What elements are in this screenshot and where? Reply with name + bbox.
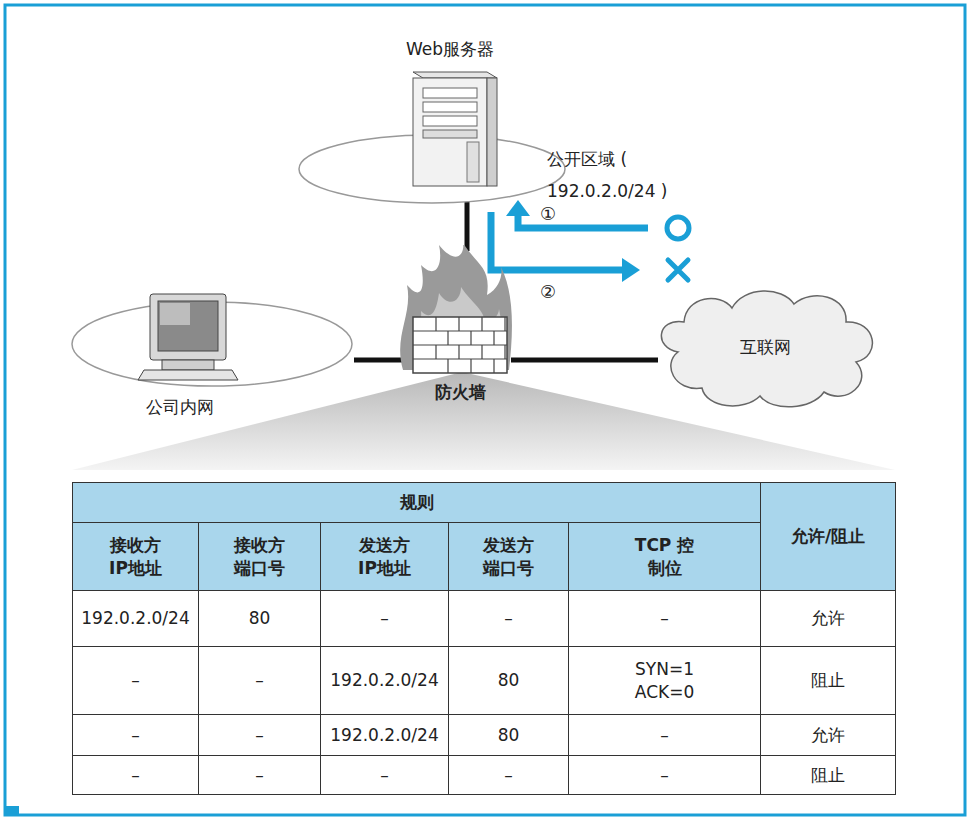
table-row: 规则允许/阻止: [73, 483, 896, 523]
table-cell: 阻止: [761, 647, 896, 715]
frame: [5, 5, 965, 815]
table-cell: –: [321, 756, 449, 795]
table-cell: –: [449, 756, 569, 795]
table-cell: –: [199, 647, 321, 715]
header-text: TCP 控制位: [628, 534, 701, 578]
callout-number: ①: [540, 202, 556, 226]
header-text: 接收方 IP地址: [99, 534, 172, 578]
table-cell: –: [321, 591, 449, 647]
table-cell: 允许: [761, 715, 896, 756]
firewall: 防火墙: [395, 245, 525, 410]
table-cell: –: [569, 756, 761, 795]
cell-text: –: [660, 724, 669, 746]
node-label: 公司内网: [130, 396, 230, 419]
table-cell: 80: [449, 647, 569, 715]
web-server-art: [395, 38, 505, 188]
table-cell: –: [73, 756, 199, 795]
inbound-arrow: [518, 214, 648, 228]
header-text: 规则: [400, 491, 434, 513]
arrow-head: [622, 258, 640, 282]
table-cell: –: [199, 715, 321, 756]
cell-text: –: [660, 764, 669, 786]
lan-zone: 公司内网: [70, 292, 360, 427]
cell-text: –: [131, 724, 140, 746]
node-label: 互联网: [648, 282, 883, 412]
header-text: 允许/阻止: [791, 525, 865, 547]
cell-text: –: [380, 764, 389, 786]
server-icon: [395, 38, 505, 188]
cell-text: 允许: [811, 724, 845, 746]
table-cell: 192.0.2.0/24: [321, 647, 449, 715]
web-server: Web服务器: [395, 38, 505, 188]
table-cell: 80: [199, 591, 321, 647]
table-row: – – 192.0.2.0/24 80 – 允许: [73, 715, 896, 756]
allow-mark: [667, 217, 689, 239]
callout-number: ②: [540, 280, 556, 304]
zone-ellipse: 公开区域 ( 192.0.2.0/24 )Web服务器: [297, 133, 567, 205]
lan-zone-art: [70, 292, 360, 427]
cell-text: –: [255, 764, 264, 786]
table-header: 允许/阻止: [761, 483, 896, 591]
table-cell: 192.0.2.0/24: [73, 591, 199, 647]
table-cell: 192.0.2.0/24: [321, 715, 449, 756]
table-cell: SYN=1 ACK=0: [569, 647, 761, 715]
table-cell: –: [569, 591, 761, 647]
cell-text: 允许: [811, 607, 845, 629]
arrow-head: [506, 200, 530, 216]
network-link: [465, 201, 470, 251]
cell-text: 192.0.2.0/24: [330, 724, 438, 746]
cell-text: 80: [498, 669, 520, 691]
block-mark: [668, 260, 688, 280]
table-cell: 80: [449, 715, 569, 756]
cell-text: –: [380, 607, 389, 629]
cell-text: –: [504, 764, 513, 786]
cell-text: –: [255, 669, 264, 691]
internet-cloud: 互联网: [648, 282, 883, 412]
cell-text: 阻止: [811, 669, 845, 691]
cell-text: 192.0.2.0/24: [81, 607, 189, 629]
cell-text: 80: [249, 607, 271, 629]
table-row: 192.0.2.0/24 80 – – – 允许: [73, 591, 896, 647]
table-cell: 允许: [761, 591, 896, 647]
table-cell: –: [569, 715, 761, 756]
table-cell: 阻止: [761, 756, 896, 795]
node-label: Web服务器: [395, 38, 505, 61]
cell-text: –: [131, 669, 140, 691]
cell-text: –: [504, 607, 513, 629]
cell-text: –: [660, 607, 669, 629]
table-cell: –: [199, 756, 321, 795]
table-row: – – – – – 阻止: [73, 756, 896, 795]
table-row: – – 192.0.2.0/24 80 SYN=1 ACK=0 阻止: [73, 647, 896, 715]
cell-text: 阻止: [811, 764, 845, 786]
frame-mark: [5, 806, 19, 816]
header-text: 发送方 IP地址: [348, 534, 421, 578]
table-header: 规则: [73, 483, 761, 523]
lan-ellipse: [70, 292, 360, 402]
header-text: 发送方 端口号: [472, 534, 545, 578]
table-cell: –: [73, 647, 199, 715]
node-label: 公开区域 ( 192.0.2.0/24 ): [547, 143, 682, 208]
outbound-arrow: [491, 212, 624, 270]
table-header: TCP 控制位: [569, 523, 761, 591]
cell-text: SYN=1 ACK=0: [628, 658, 701, 702]
cell-text: 80: [498, 724, 520, 746]
network-link: [511, 358, 658, 363]
table-header: 发送方 IP地址: [321, 523, 449, 591]
rule-table: 规则允许/阻止接收方 IP地址接收方 端口号发送方 IP地址发送方 端口号TCP…: [72, 482, 896, 795]
table-header: 接收方 端口号: [199, 523, 321, 591]
header-text: 接收方 端口号: [223, 534, 296, 578]
table-header: 发送方 端口号: [449, 523, 569, 591]
table-header: 接收方 IP地址: [73, 523, 199, 591]
cell-text: 192.0.2.0/24: [330, 669, 438, 691]
table-cell: –: [449, 591, 569, 647]
cell-text: –: [255, 724, 264, 746]
firewall-icon: [395, 245, 525, 375]
cell-text: –: [131, 764, 140, 786]
node-label: 防火墙: [395, 381, 525, 404]
table-cell: –: [73, 715, 199, 756]
